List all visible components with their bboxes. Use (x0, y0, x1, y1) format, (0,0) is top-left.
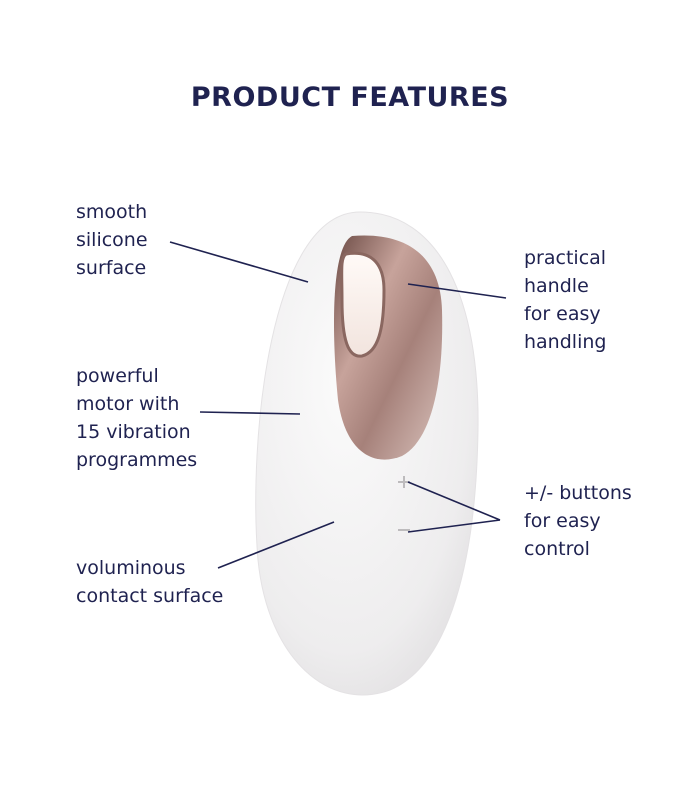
callout-line-plus (407, 481, 501, 521)
feature-label-handle: practical handle for easy handling (524, 247, 607, 353)
handle-hole (340, 251, 386, 358)
page-title: PRODUCT FEATURES (190, 82, 510, 113)
callout-line-silicone (169, 241, 309, 283)
feature-label-silicone: smooth silicone surface (76, 201, 148, 279)
callout-line-handle (407, 283, 507, 299)
feature-label-motor: powerful motor with 15 vibration program… (76, 365, 198, 471)
feature-label-buttons: +/- buttons for easy control (524, 482, 632, 560)
callout-line-minus (407, 519, 501, 533)
callout-line-motor (199, 411, 301, 415)
callout-line-contact (217, 521, 335, 569)
feature-label-contact: voluminous contact surface (76, 557, 224, 607)
